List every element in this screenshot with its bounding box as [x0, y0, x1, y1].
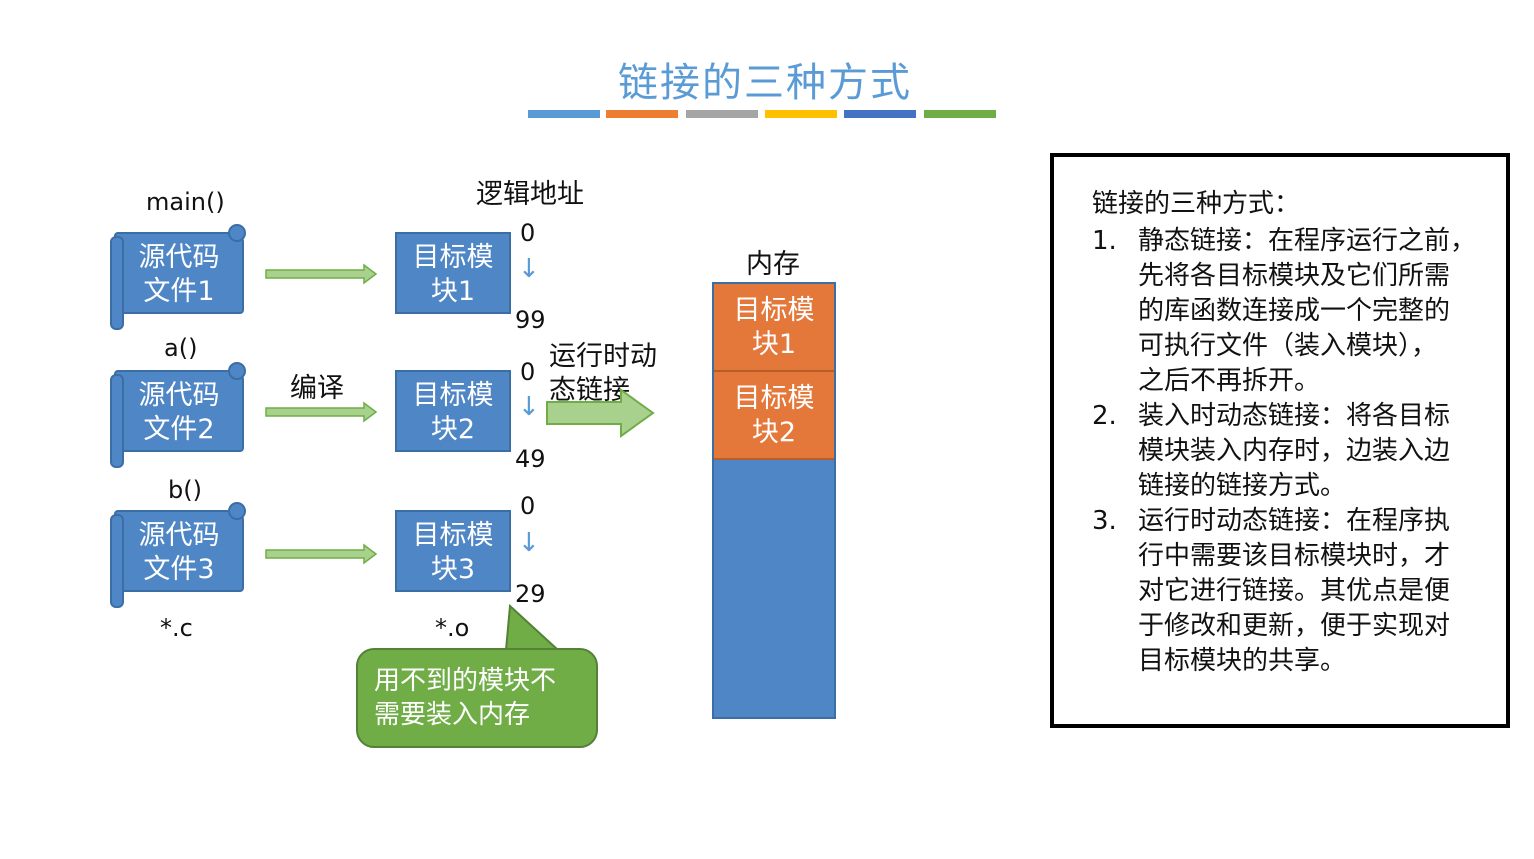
memory-block-2: 目标模 块2 — [714, 372, 834, 460]
list-item-line: 先将各目标模块及它们所需 — [1138, 261, 1451, 291]
explanation-panel: 链接的三种方式： 1. 静态链接：在程序运行之前， 先将各目标模块及它们所需 的… — [1050, 153, 1510, 728]
memory-label: 内存 — [746, 249, 800, 280]
down-arrow-icon: ↓ — [518, 392, 540, 422]
object-module-3-line2: 块3 — [430, 554, 476, 585]
callout-pointer — [504, 604, 561, 651]
runtime-label-line2: 态链接 — [549, 375, 630, 406]
source-file-1-line1: 源代码 — [138, 242, 220, 273]
memory-block-2-line2: 块2 — [751, 417, 797, 448]
source-file-1: 源代码 文件1 — [110, 224, 246, 330]
memory-block-1-line2: 块1 — [751, 329, 797, 360]
callout-note: 用不到的模块不 需要装入内存 — [356, 648, 598, 748]
list-item-line: 装入时动态链接：将各目标 — [1138, 401, 1451, 431]
linking-methods-list: 1. 静态链接：在程序运行之前， 先将各目标模块及它们所需 的库函数连接成一个完… — [1092, 224, 1506, 679]
title-bar-segment-6 — [924, 110, 996, 118]
compile-label: 编译 — [290, 373, 344, 404]
address-start-1: 0 — [520, 219, 536, 247]
list-item-line: 可执行文件（装入模块）， — [1138, 331, 1438, 361]
list-item-line: 链接的链接方式。 — [1138, 471, 1347, 501]
list-item-number: 1. — [1092, 226, 1117, 256]
runtime-link-arrow — [546, 388, 655, 438]
object-module-3-line1: 目标模 — [412, 520, 494, 551]
function-label-a: a() — [164, 334, 198, 362]
source-file-2-line1: 源代码 — [138, 380, 220, 411]
object-module-1-line2: 块1 — [430, 276, 476, 307]
object-module-2-line2: 块2 — [430, 414, 476, 445]
object-module-3: 目标模 块3 — [395, 510, 511, 592]
object-ext-label: *.o — [435, 614, 470, 642]
list-item: 3. 运行时动态链接：在程序执 行中需要该目标模块时，才 对它进行链接。其优点是… — [1092, 504, 1506, 679]
compile-arrow-1 — [265, 263, 378, 285]
list-item-line: 的库函数连接成一个完整的 — [1138, 296, 1451, 326]
panel-heading: 链接的三种方式： — [1092, 189, 1301, 219]
title-bar-segment-3 — [686, 110, 758, 118]
source-ext-label: *.c — [160, 614, 193, 642]
address-end-1: 99 — [515, 306, 546, 334]
list-item-number: 2. — [1092, 401, 1117, 431]
compile-arrow-3 — [265, 543, 378, 565]
compile-arrow-2 — [265, 401, 378, 423]
address-start-2: 0 — [520, 358, 536, 386]
list-item: 2. 装入时动态链接：将各目标 模块装入内存时，边装入边 链接的链接方式。 — [1092, 399, 1506, 504]
runtime-label-line1: 运行时动 — [549, 341, 657, 372]
list-item-line: 对它进行链接。其优点是便 — [1138, 576, 1451, 606]
object-module-2-line1: 目标模 — [412, 380, 494, 411]
source-file-2-line2: 文件2 — [143, 414, 215, 445]
list-item-line: 行中需要该目标模块时，才 — [1138, 541, 1451, 571]
list-item-line: 于修改和更新，便于实现对 — [1138, 611, 1451, 641]
memory-block-1-line1: 目标模 — [733, 295, 815, 326]
object-module-1-line1: 目标模 — [412, 242, 494, 273]
source-file-1-line2: 文件1 — [143, 276, 215, 307]
list-item-number: 3. — [1092, 506, 1117, 536]
list-item: 1. 静态链接：在程序运行之前， 先将各目标模块及它们所需 的库函数连接成一个完… — [1092, 224, 1506, 399]
address-end-2: 49 — [515, 445, 546, 473]
title-bar-segment-2 — [606, 110, 678, 118]
memory-block-1: 目标模 块1 — [714, 284, 834, 372]
title-bar-segment-1 — [528, 110, 600, 118]
source-file-3-line2: 文件3 — [143, 554, 215, 585]
down-arrow-icon: ↓ — [518, 528, 540, 558]
list-item-line: 之后不再拆开。 — [1138, 366, 1321, 396]
title-bar-segment-5 — [844, 110, 916, 118]
memory-block-2-line1: 目标模 — [733, 383, 815, 414]
function-label-main: main() — [146, 188, 225, 216]
callout-line2: 需要装入内存 — [374, 700, 531, 730]
list-item-line: 运行时动态链接：在程序执 — [1138, 506, 1451, 536]
address-start-3: 0 — [520, 492, 536, 520]
address-end-3: 29 — [515, 580, 546, 608]
source-file-3-line1: 源代码 — [138, 520, 220, 551]
object-module-2: 目标模 块2 — [395, 370, 511, 452]
function-label-b: b() — [168, 476, 202, 504]
object-module-1: 目标模 块1 — [395, 232, 511, 314]
list-item-line: 静态链接：在程序运行之前， — [1138, 226, 1477, 256]
logical-address-label: 逻辑地址 — [476, 179, 584, 210]
list-item-line: 模块装入内存时，边装入边 — [1138, 436, 1451, 466]
memory-column: 目标模 块1 目标模 块2 — [712, 282, 836, 719]
source-file-2: 源代码 文件2 — [110, 362, 246, 468]
callout-line1: 用不到的模块不 — [374, 666, 557, 696]
title-bar-segment-4 — [765, 110, 837, 118]
source-file-3: 源代码 文件3 — [110, 502, 246, 608]
down-arrow-icon: ↓ — [518, 254, 540, 284]
list-item-line: 目标模块的共享。 — [1138, 646, 1347, 676]
page-title: 链接的三种方式 — [618, 60, 912, 106]
